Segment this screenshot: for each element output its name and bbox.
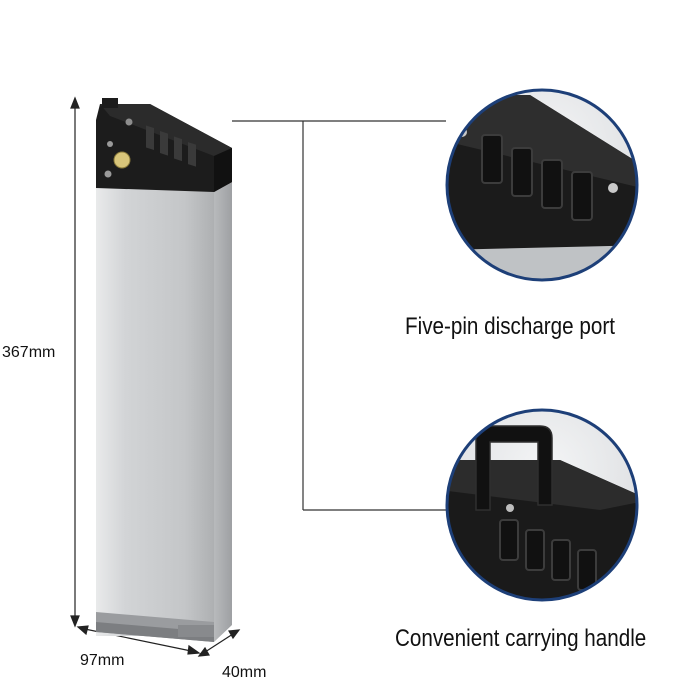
callout-connector xyxy=(232,120,446,511)
carrying-handle-caption: Convenient carrying handle xyxy=(395,625,647,652)
carrying-handle-detail xyxy=(445,408,639,602)
battery-pack xyxy=(96,98,232,642)
height-dimension-label: 367mm xyxy=(2,344,56,361)
discharge-port-detail xyxy=(445,88,639,282)
width-dimension-label: 97mm xyxy=(80,652,125,669)
discharge-port-caption: Five-pin discharge port xyxy=(405,313,615,340)
depth-dimension-label: 40mm xyxy=(222,664,267,681)
height-dimension-line xyxy=(70,96,80,628)
depth-dimension-line xyxy=(197,629,241,657)
